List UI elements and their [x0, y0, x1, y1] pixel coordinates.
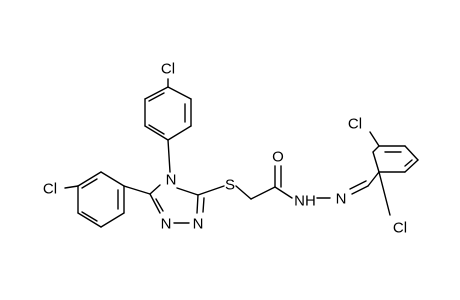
bond: [81, 178, 98, 189]
bond: [250, 186, 276, 200]
atom-o: O: [272, 149, 284, 166]
bond: [351, 185, 369, 195]
side-chain: [197, 165, 369, 200]
bond: [372, 151, 380, 173]
bond: [235, 185, 252, 200]
atom-cl-left: Cl: [43, 181, 57, 198]
atom-cl-right-top: Cl: [348, 116, 362, 133]
bond: [202, 197, 205, 213]
bond: [123, 185, 151, 195]
atom-n1: N: [193, 216, 204, 233]
bond: [167, 86, 192, 100]
bond: [144, 86, 169, 100]
bond: [167, 125, 192, 141]
bond: [404, 145, 419, 161]
bond: [274, 186, 293, 199]
atom-n4: N: [166, 172, 177, 189]
bond: [77, 212, 102, 228]
bond: [149, 193, 161, 214]
atom-nh: NH: [294, 193, 316, 210]
bond: [100, 171, 125, 187]
bond: [148, 124, 165, 135]
bond: [378, 171, 391, 216]
atom-cl-top: Cl: [161, 61, 175, 78]
bond: [149, 184, 161, 195]
bond: [197, 185, 225, 196]
bond: [367, 171, 380, 187]
left-chlorophenyl-ring: [64, 171, 151, 228]
dichlorophenyl-ring: [367, 131, 419, 216]
atom-s: S: [225, 177, 235, 194]
atom-n-imine: N: [336, 191, 347, 208]
bond: [404, 159, 419, 173]
bond: [77, 171, 102, 187]
bond: [369, 131, 380, 147]
top-chlorophenyl-ring: [144, 78, 192, 173]
bond: [100, 212, 125, 228]
bond: [176, 187, 199, 196]
bond: [196, 194, 199, 214]
bond: [372, 145, 380, 153]
bond: [148, 92, 165, 102]
atom-n2: N: [161, 216, 172, 233]
triazole-ring: [149, 184, 205, 224]
bond: [349, 180, 367, 190]
bond: [155, 198, 164, 212]
bond: [404, 159, 413, 167]
bond: [81, 211, 98, 222]
atom-cl-right-bottom: Cl: [393, 220, 407, 237]
bond: [64, 185, 79, 189]
bond: [144, 125, 169, 141]
bond: [167, 139, 171, 173]
